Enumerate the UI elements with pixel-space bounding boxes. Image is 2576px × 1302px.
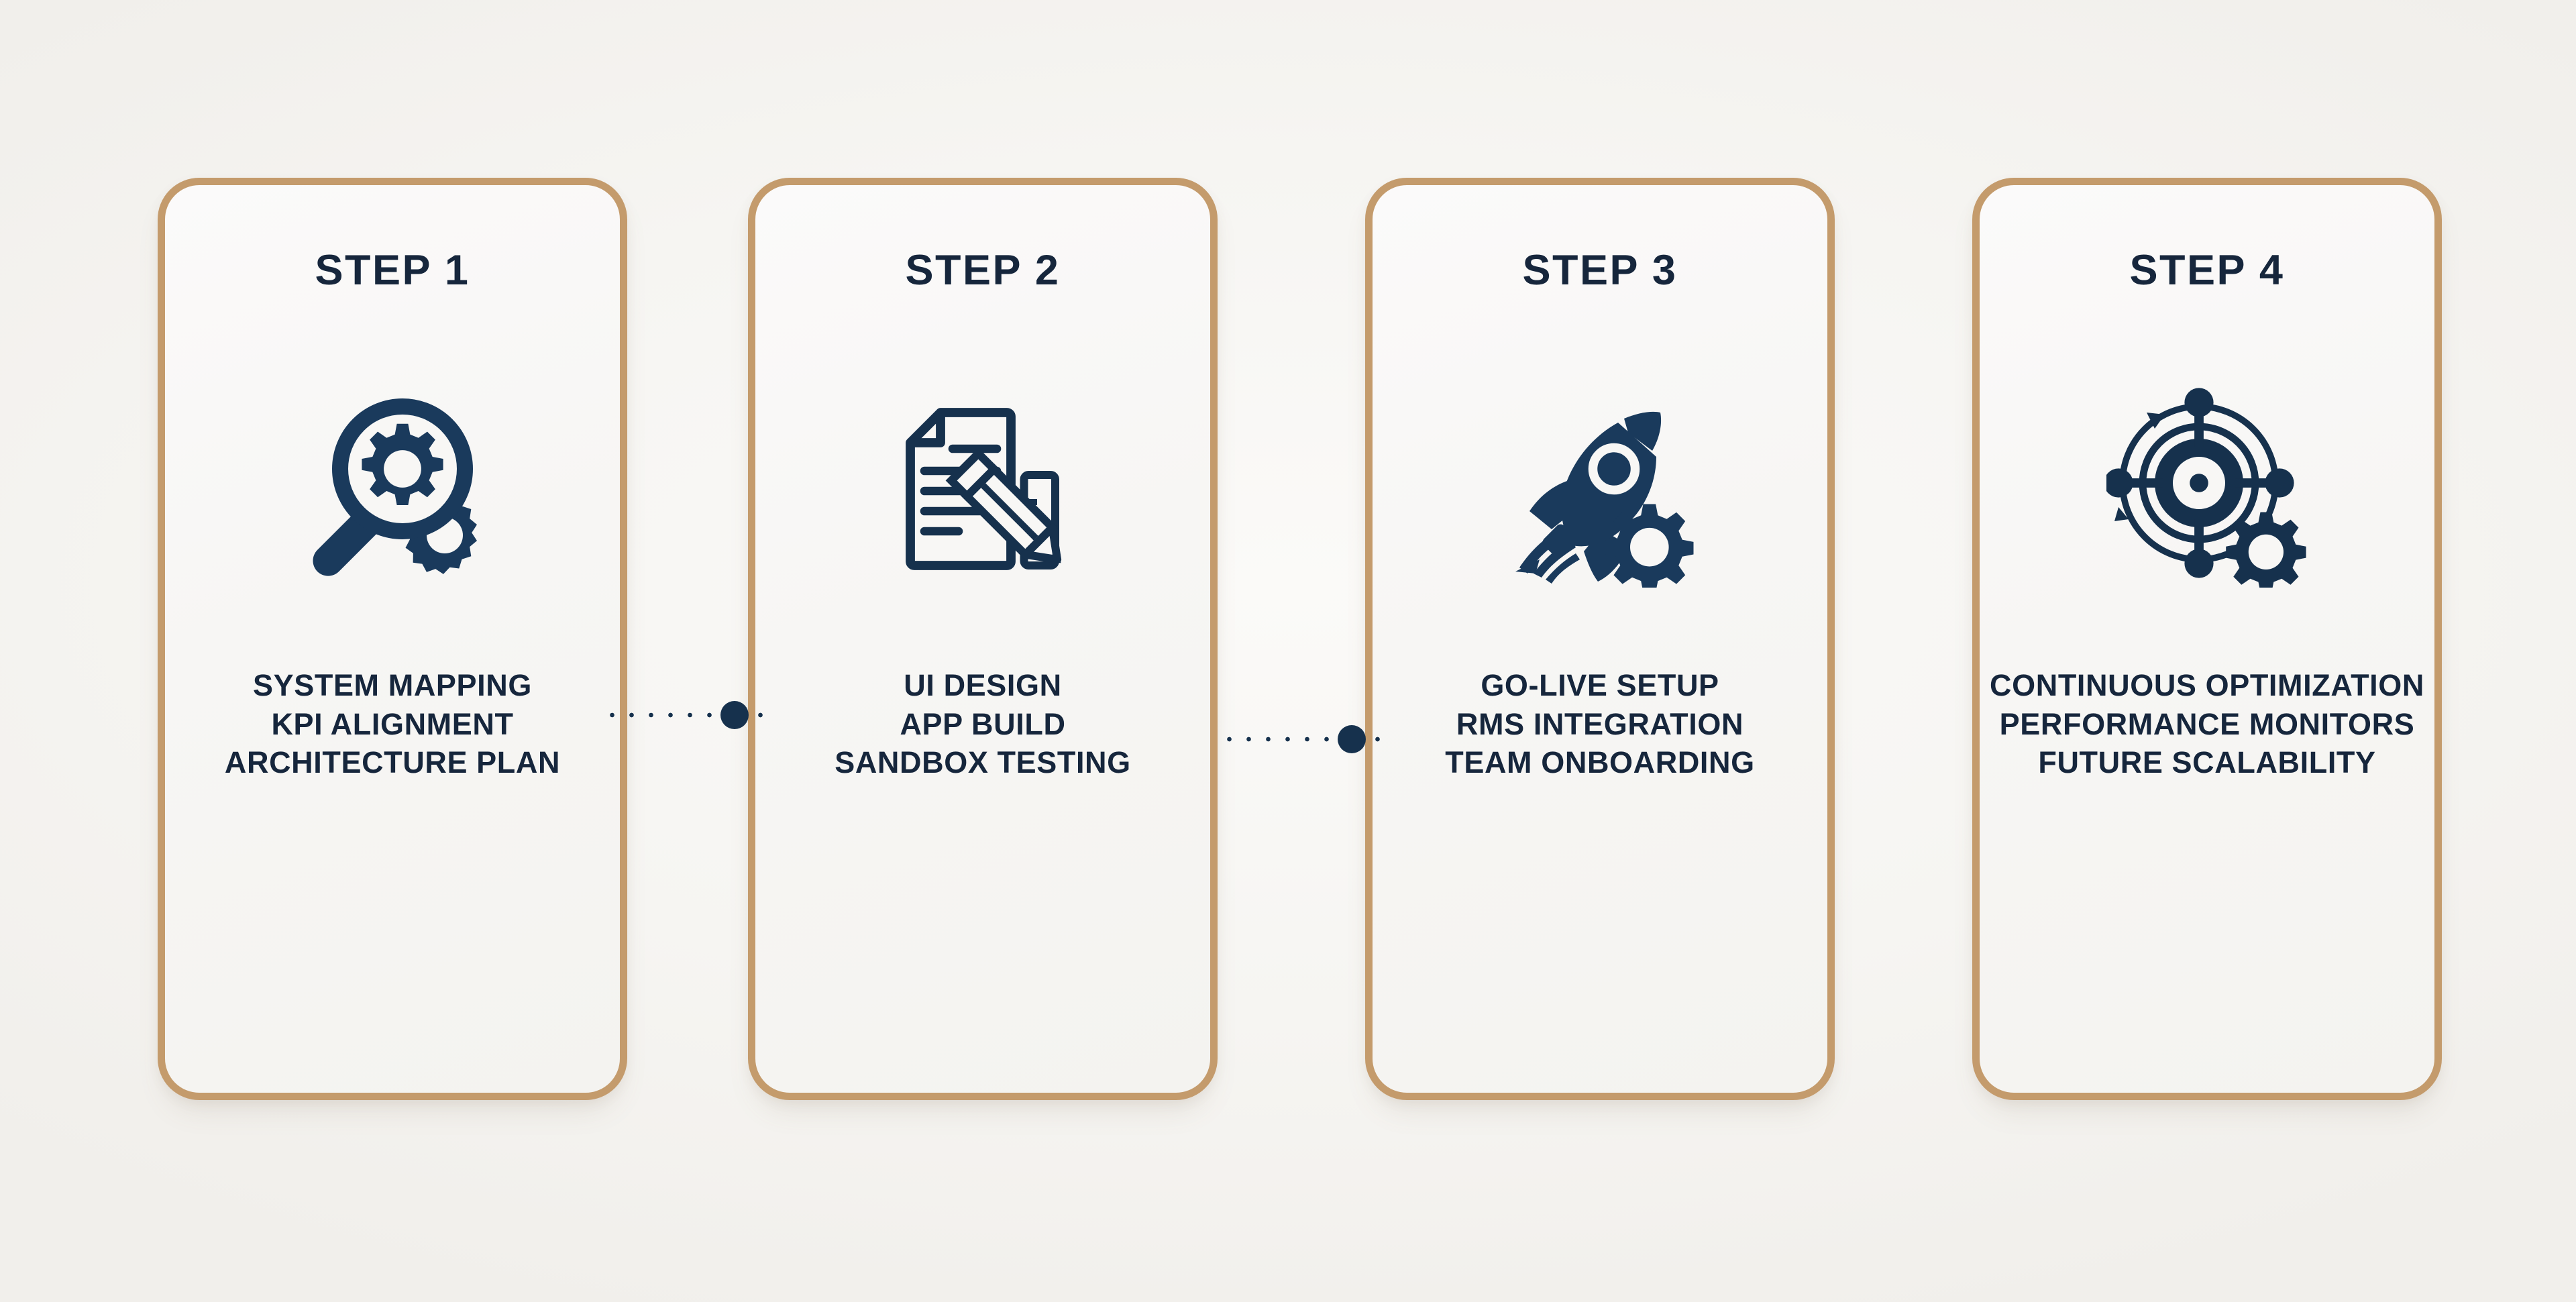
step-card-1-line-1: SYSTEM MAPPING <box>253 668 532 702</box>
step-card-2-line-3: SANDBOX TESTING <box>835 745 1131 780</box>
connector-dots <box>602 711 718 719</box>
step-card-3-line-2: RMS INTEGRATION <box>1456 706 1744 741</box>
magnifier-gear-icon <box>165 376 620 598</box>
step-card-4-line-3: FUTURE SCALABILITY <box>2038 745 2376 780</box>
step-card-1[interactable]: STEP 1 SYSTEM MAPP <box>158 178 627 1100</box>
step-card-3-lines: GO-LIVE SETUP RMS INTEGRATION TEAM ONBOA… <box>1373 666 1827 782</box>
target-radar-gear-icon <box>1980 376 2434 598</box>
step-card-3-line-3: TEAM ONBOARDING <box>1445 745 1755 780</box>
step-card-1-title: STEP 1 <box>315 247 470 294</box>
step-card-4[interactable]: STEP 4 <box>1972 178 2442 1100</box>
connector-tail-dot <box>753 711 770 719</box>
step-card-2-lines: UI DESIGN APP BUILD SANDBOX TESTING <box>755 666 1210 782</box>
connector-dots <box>1220 735 1335 743</box>
step-card-3[interactable]: STEP 3 <box>1365 178 1835 1100</box>
step-card-4-line-2: PERFORMANCE MONITORS <box>1999 706 2415 741</box>
step-card-2-line-1: UI DESIGN <box>904 668 1062 702</box>
step-card-1-line-3: ARCHITECTURE PLAN <box>224 745 561 780</box>
step-card-4-title: STEP 4 <box>2129 247 2285 294</box>
connector-node <box>1338 725 1366 753</box>
step-card-3-title: STEP 3 <box>1522 247 1678 294</box>
connector-tail-dot <box>1370 735 1387 743</box>
step-card-3-line-1: GO-LIVE SETUP <box>1481 668 1719 702</box>
document-pencil-ruler-icon <box>755 376 1210 598</box>
step-card-1-line-2: KPI ALIGNMENT <box>271 706 514 741</box>
step-card-2-title: STEP 2 <box>905 247 1061 294</box>
connector-step2-step3 <box>1220 725 1387 753</box>
connector-step1-step2 <box>602 701 770 729</box>
connector-node <box>720 701 749 729</box>
step-card-4-line-1: CONTINUOUS OPTIMIZATION <box>1990 668 2424 702</box>
step-card-2-line-2: APP BUILD <box>900 706 1066 741</box>
rocket-gear-icon <box>1373 376 1827 598</box>
step-card-2[interactable]: STEP 2 <box>748 178 1218 1100</box>
step-card-4-lines: CONTINUOUS OPTIMIZATION PERFORMANCE MONI… <box>1980 666 2434 782</box>
step-card-1-lines: SYSTEM MAPPING KPI ALIGNMENT ARCHITECTUR… <box>165 666 620 782</box>
